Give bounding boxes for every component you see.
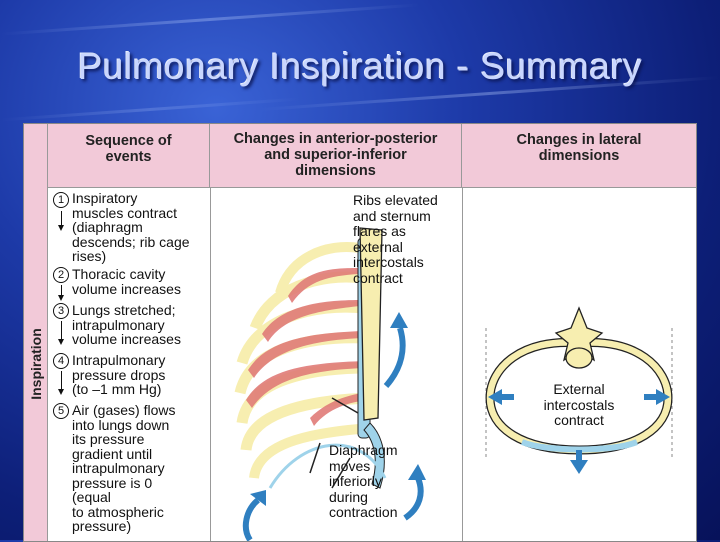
step-line: (equal — [72, 489, 111, 505]
step-line: intrapulmonary — [72, 460, 165, 476]
step-line: intrapulmonary — [72, 316, 165, 333]
header-anterior: Changes in anterior-posterior and superi… — [210, 124, 462, 188]
label-line: Ribs elevated — [353, 192, 438, 208]
label-line: inferiorly — [329, 473, 382, 489]
side-arrow-icon — [242, 497, 261, 541]
step-line: its pressure — [72, 431, 145, 447]
sternum — [359, 227, 383, 421]
header-sequence-line-2: events — [105, 149, 152, 165]
header-lateral-line-2: dimensions — [538, 148, 620, 164]
step-line: Lungs stretched; — [72, 302, 176, 318]
step-number: 1 — [53, 192, 69, 208]
step-4: Intrapulmonary pressure drops (to –1 mm … — [72, 353, 165, 397]
arrow-down-icon — [58, 285, 64, 301]
arrow-down-icon — [58, 211, 64, 231]
step-line: descends; rib cage — [72, 233, 190, 250]
header-anterior-line-2: and superior-inferior — [264, 147, 407, 163]
label-line: intercostals — [543, 396, 615, 413]
column-divider — [210, 188, 211, 541]
header-lateral-line-1: Changes in lateral — [516, 132, 642, 148]
rib-lift-arrow-icon — [383, 327, 406, 388]
step-line: into lungs down — [72, 416, 170, 433]
label-line: contract — [353, 269, 403, 286]
sternum-arrow-icon — [403, 476, 424, 521]
step-line: volume increases — [72, 280, 181, 297]
header-anterior-line-3: dimensions — [295, 163, 376, 179]
label-line: intercostals — [353, 254, 424, 270]
step-line: gradient until — [72, 445, 153, 462]
step-1: Inspiratory muscles contract (diaphragm … — [72, 191, 190, 264]
label-line: External — [553, 381, 605, 397]
lateral-arrows — [488, 389, 670, 474]
step-3: Lungs stretched; intrapulmonary volume i… — [72, 303, 181, 347]
label-line: contraction — [329, 504, 398, 520]
step-line: pressure is 0 — [72, 474, 153, 491]
arrow-head-icon — [408, 464, 426, 480]
intercostal-muscles — [246, 268, 368, 426]
pointer-lines — [309, 397, 359, 489]
arrow-head-icon — [390, 312, 408, 328]
rib-cage-illustration — [234, 227, 426, 541]
arrow-right-icon — [656, 389, 670, 405]
step-line: (to –1 mm Hg) — [72, 381, 162, 397]
side-bar: Inspiration — [24, 124, 48, 541]
step-line: to atmospheric — [72, 503, 164, 520]
step-line: pressure drops — [72, 366, 166, 383]
step-line: Intrapulmonary — [72, 352, 166, 368]
diaphragm-label: Diaphragm moves inferiorly during contra… — [329, 442, 398, 521]
arrow-head-icon — [250, 490, 266, 506]
arrow-down-icon — [58, 321, 64, 345]
ribs-label: Ribs elevated and sternum flares as exte… — [353, 192, 438, 286]
step-line: (diaphragm — [72, 219, 143, 235]
label-line: contract — [554, 412, 604, 428]
diaphragm — [268, 443, 387, 489]
label-line: Diaphragm — [329, 442, 398, 458]
label-line: moves — [329, 457, 371, 474]
step-2: Thoracic cavity volume increases — [72, 267, 181, 296]
header-lateral: Changes in lateral dimensions — [462, 124, 696, 188]
step-line: Air (gases) flows — [72, 402, 176, 418]
header-anterior-line-1: Changes in anterior-posterior — [233, 131, 438, 147]
step-line: rises) — [72, 248, 107, 264]
header-sequence-line-1: Sequence of — [85, 133, 172, 149]
label-line: and sternum — [353, 207, 431, 224]
arrow-down-icon — [58, 371, 64, 395]
step-number: 3 — [53, 303, 69, 319]
header-sequence: Sequence of events — [48, 124, 210, 188]
label-line: flares as — [353, 223, 406, 239]
step-line: pressure) — [72, 518, 132, 534]
label-line: during — [329, 488, 368, 505]
step-line: volume increases — [72, 331, 181, 347]
step-number: 2 — [53, 267, 69, 283]
arrow-left-icon — [488, 389, 502, 405]
step-line: Inspiratory — [72, 190, 138, 206]
lateral-cross-section — [485, 306, 673, 474]
step-number: 4 — [53, 353, 69, 369]
slide-title: Pulmonary Inspiration - Summary — [77, 46, 643, 87]
step-number: 5 — [53, 403, 69, 419]
vertebra — [554, 306, 604, 369]
external-intercostals-label: External intercostals contract — [524, 381, 634, 429]
inspiration-figure: Inspiration Sequence of events Changes i… — [23, 123, 697, 542]
label-line: external — [353, 238, 403, 255]
step-line: muscles contract — [72, 204, 178, 221]
inspiration-label: Inspiration — [28, 328, 44, 400]
arrow-down-icon — [570, 460, 588, 474]
step-line: Thoracic cavity — [72, 266, 166, 282]
step-5: Air (gases) flows into lungs down its pr… — [72, 403, 175, 534]
column-divider — [462, 188, 463, 541]
